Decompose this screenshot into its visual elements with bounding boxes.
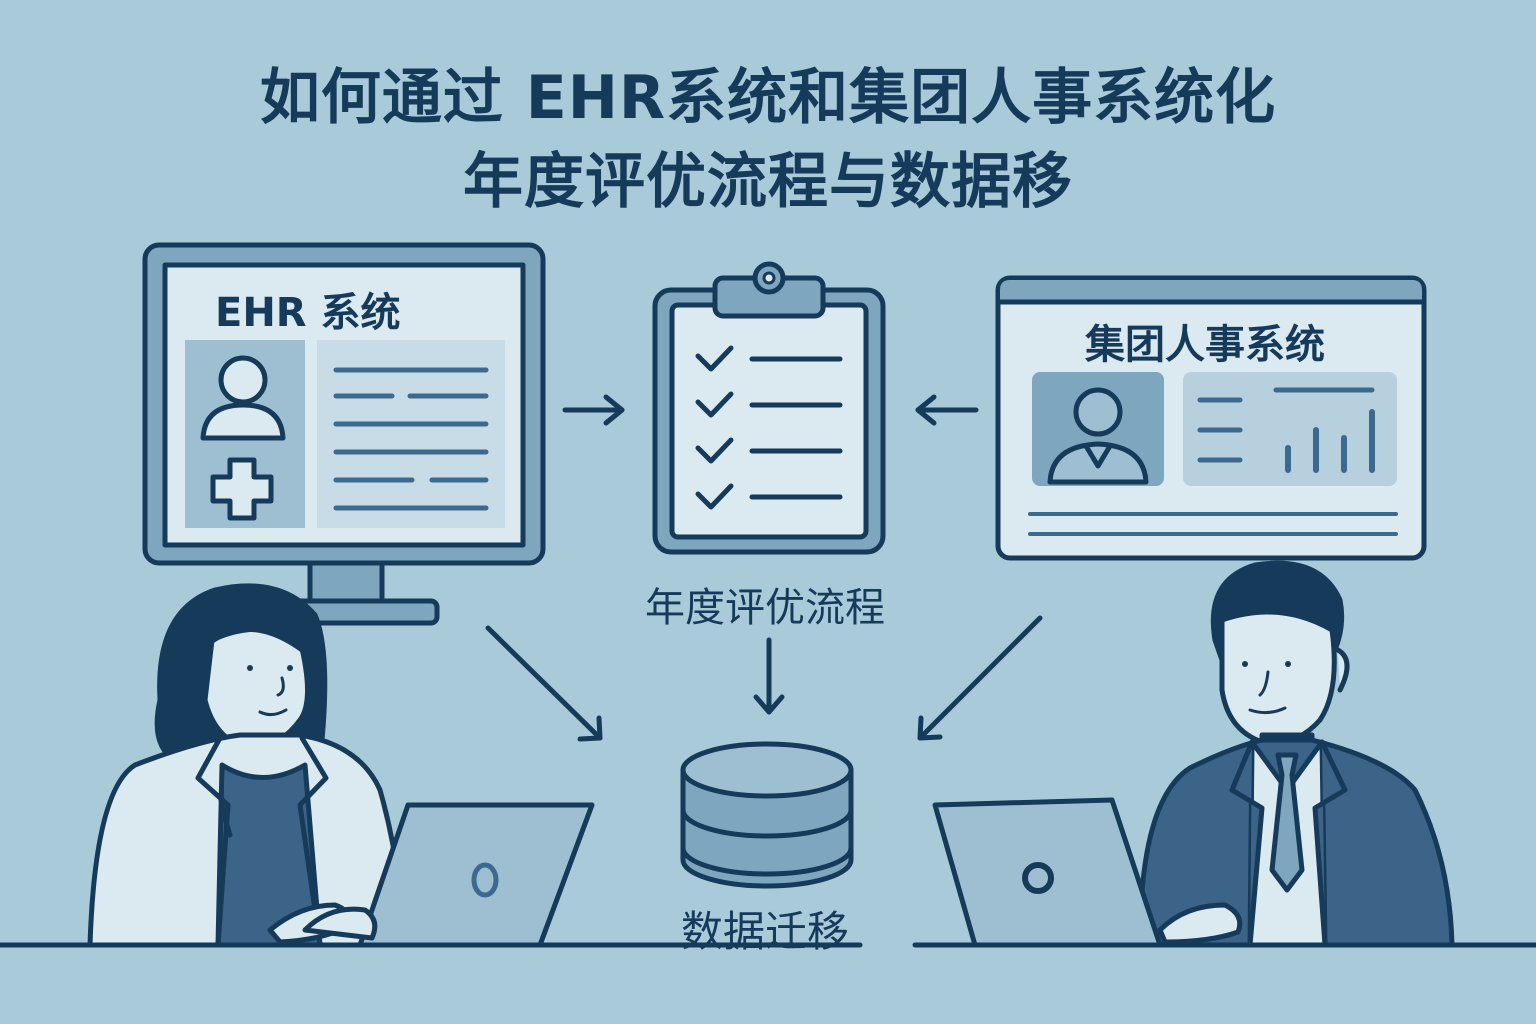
businessman-figure [1137,560,1455,948]
group-hr-system-label: 集团人事系统 [1085,322,1325,368]
arrow-icon [917,615,1043,741]
woman-doctor-figure [87,583,408,948]
database-icon [680,741,854,889]
arrow-icon [915,394,979,426]
employee-avatar-icon [1047,387,1149,485]
laptop-icon [932,797,1243,948]
ehr-monitor-icon [142,242,546,626]
user-icon [200,355,286,441]
bar-chart-icon [1285,409,1375,473]
arrow-icon [562,394,625,426]
checklist [695,345,843,510]
data-migration-label: 数据迁移 [680,907,849,956]
annual-evaluation-label: 年度评优流程 [645,585,885,631]
laptop-icon [302,802,595,948]
page-subtitle: 年度评优流程与数据移 [463,147,1073,217]
ehr-system-label: EHR 系统 [215,290,401,336]
page-title: 如何通过 EHR系统和集团人事系统化 [259,63,1277,133]
medical-cross-icon [210,457,274,521]
hr-window-icon [995,275,1427,561]
arrow-icon [485,625,603,742]
clipboard-icon [652,261,886,555]
arrow-icon [753,637,785,715]
